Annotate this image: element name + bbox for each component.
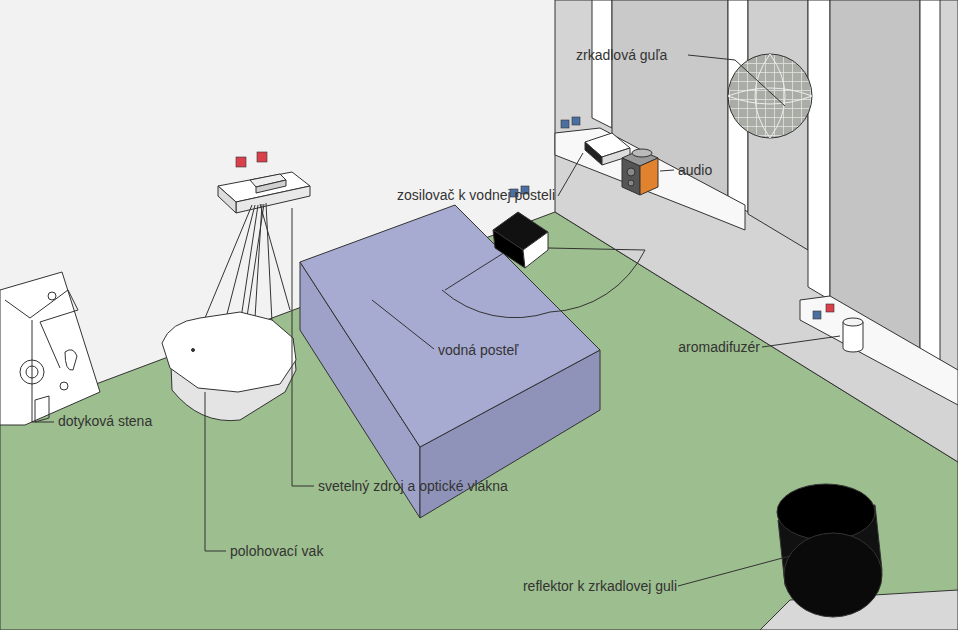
part-label: aromadifuzér: [676, 339, 762, 355]
window-sill: [800, 296, 958, 405]
mirror-ball: [728, 54, 812, 138]
window-sill: [555, 128, 745, 230]
part-label: dotyková stena: [56, 413, 154, 429]
floor-arc: [442, 230, 645, 318]
part-label: reflektor k zrkadlovej guli: [521, 578, 679, 594]
audio-system: [622, 149, 658, 195]
part-label: svetelný zdroj a optické vlákna: [316, 478, 510, 494]
part-label: audio: [676, 162, 714, 178]
leader-lines: [32, 55, 840, 586]
right-wall: [555, 0, 958, 462]
positioning-bag: [162, 312, 296, 421]
bed-amplifier: [493, 212, 548, 268]
part-label: zosilovač k vodnej posteli: [395, 187, 557, 203]
reflector: [760, 484, 958, 630]
part-label: vodná posteľ: [436, 342, 520, 358]
part-label: zrkadlová guľa: [574, 47, 669, 63]
aroma-diffuser: [843, 318, 863, 352]
part-label: polohovací vak: [228, 543, 325, 559]
touch-wall: [0, 272, 100, 425]
water-bed: [300, 205, 600, 518]
light-source: [205, 172, 310, 330]
mirror-ball-grid: [728, 54, 812, 138]
